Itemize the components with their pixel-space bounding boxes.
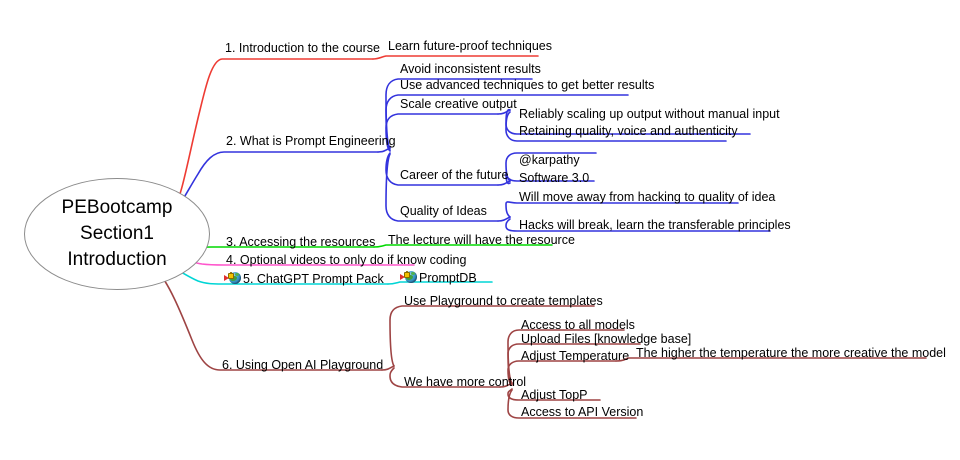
topic-retaining-quality-voice-authenticity[interactable]: Retaining quality, voice and authenticit… (519, 125, 738, 138)
topic-access-to-all-models[interactable]: Access to all models (521, 319, 635, 332)
arrow-right-icon (400, 274, 405, 280)
wire-branch-2 (173, 151, 379, 213)
topic-label: 1. Introduction to the course (225, 41, 380, 55)
topic-career-of-the-future[interactable]: Career of the future (400, 169, 508, 182)
topic-use-playground-to-create-templates[interactable]: Use Playground to create templates (404, 295, 603, 308)
topic-hacks-will-break[interactable]: Hacks will break, learn the transferable… (519, 219, 791, 232)
hyperlink-globe-icon (400, 270, 417, 284)
topic-label: 6. Using Open AI Playground (222, 358, 384, 372)
topic-label: Retaining quality, voice and authenticit… (519, 124, 738, 138)
topic-label: We have more control (404, 375, 527, 389)
topic-label: Access to API Version (521, 405, 644, 419)
topic-label: Avoid inconsistent results (400, 62, 541, 76)
topic-label: Adjust Temperature (521, 349, 630, 363)
central-topic[interactable]: PEBootcamp Section1 Introduction (24, 178, 210, 290)
topic-introduction-to-the-course[interactable]: 1. Introduction to the course (225, 42, 380, 55)
wire-branch-1 (174, 58, 374, 207)
topic-quality-of-ideas[interactable]: Quality of Ideas (400, 205, 487, 218)
topic-label: Access to all models (521, 318, 635, 332)
wire-branch-6-hub (381, 365, 395, 371)
topic-chatgpt-prompt-pack[interactable]: 5. ChatGPT Prompt Pack (224, 271, 384, 286)
topic-learn-future-proof-techniques[interactable]: Learn future-proof techniques (388, 40, 552, 53)
topic-higher-temperature-more-creative[interactable]: The higher the temperature the more crea… (636, 347, 946, 360)
wire-b2-c5-s1 (505, 201, 739, 218)
topic-lecture-will-have-resource[interactable]: The lecture will have the resource (388, 234, 575, 247)
wire-b2-c3 (385, 113, 499, 152)
topic-label: Software 3.0 (519, 171, 590, 185)
wire-branch-2-hub (377, 147, 391, 153)
topic-label: Adjust TopP (521, 388, 588, 402)
central-topic-line-1: PEBootcamp (61, 197, 173, 218)
topic-label: Hacks will break, learn the transferable… (519, 218, 791, 232)
topic-accessing-the-resources[interactable]: 3. Accessing the resources (226, 236, 375, 249)
wire-branch-6 (157, 271, 383, 371)
topic-access-to-api-version[interactable]: Access to API Version (521, 406, 643, 419)
topic-label: Scale creative output (400, 97, 517, 111)
topic-karpathy[interactable]: @karpathy (519, 154, 580, 167)
topic-will-move-away-from-hacking[interactable]: Will move away from hacking to quality o… (519, 191, 775, 204)
topic-label: Use Playground to create templates (404, 294, 603, 308)
topic-adjust-temperature[interactable]: Adjust Temperature (521, 350, 629, 363)
topic-software-3-0[interactable]: Software 3.0 (519, 172, 589, 185)
topic-label: Will move away from hacking to quality o… (519, 190, 776, 204)
arrow-right-icon (224, 275, 229, 281)
topic-label: Learn future-proof techniques (388, 39, 552, 53)
topic-label: Use advanced techniques to get better re… (400, 78, 655, 92)
topic-label: Quality of Ideas (400, 204, 487, 218)
topic-what-is-prompt-engineering[interactable]: 2. What is Prompt Engineering (226, 135, 396, 148)
wire-branch-1-child-1 (372, 55, 539, 60)
topic-label: The higher the temperature the more crea… (636, 346, 946, 360)
hyperlink-globe-icon (224, 271, 241, 285)
topic-label: Reliably scaling up output without manua… (519, 107, 780, 121)
lock-icon (404, 270, 410, 278)
topic-using-open-ai-playground[interactable]: 6. Using Open AI Playground (222, 359, 383, 372)
topic-label: Upload Files [knowledge base] (521, 332, 692, 346)
topic-label: Career of the future (400, 168, 509, 182)
topic-upload-files-knowledge-base[interactable]: Upload Files [knowledge base] (521, 333, 691, 346)
topic-scale-creative-output[interactable]: Scale creative output (400, 98, 517, 111)
topic-label: PromptDB (419, 271, 477, 285)
central-topic-line-2: Section1 (80, 223, 154, 244)
wire-b2-c5-hub (497, 216, 511, 222)
topic-avoid-inconsistent-results[interactable]: Avoid inconsistent results (400, 63, 541, 76)
topic-label: 5. ChatGPT Prompt Pack (243, 272, 384, 286)
topic-promptdb[interactable]: PromptDB (400, 270, 477, 285)
topic-label: The lecture will have the resource (388, 233, 575, 247)
topic-use-advanced-techniques[interactable]: Use advanced techniques to get better re… (400, 79, 654, 92)
topic-label: 4. Optional videos to only do if know co… (226, 253, 467, 267)
topic-adjust-topp[interactable]: Adjust TopP (521, 389, 587, 402)
topic-we-have-more-control[interactable]: We have more control (404, 376, 526, 389)
topic-label: 2. What is Prompt Engineering (226, 134, 396, 148)
topic-label: @karpathy (519, 153, 580, 167)
lock-icon (228, 271, 234, 279)
central-topic-line-3: Introduction (67, 249, 167, 270)
topic-label: 3. Accessing the resources (226, 235, 376, 249)
topic-reliably-scaling-up-output[interactable]: Reliably scaling up output without manua… (519, 108, 780, 121)
topic-optional-videos[interactable]: 4. Optional videos to only do if know co… (226, 254, 466, 267)
